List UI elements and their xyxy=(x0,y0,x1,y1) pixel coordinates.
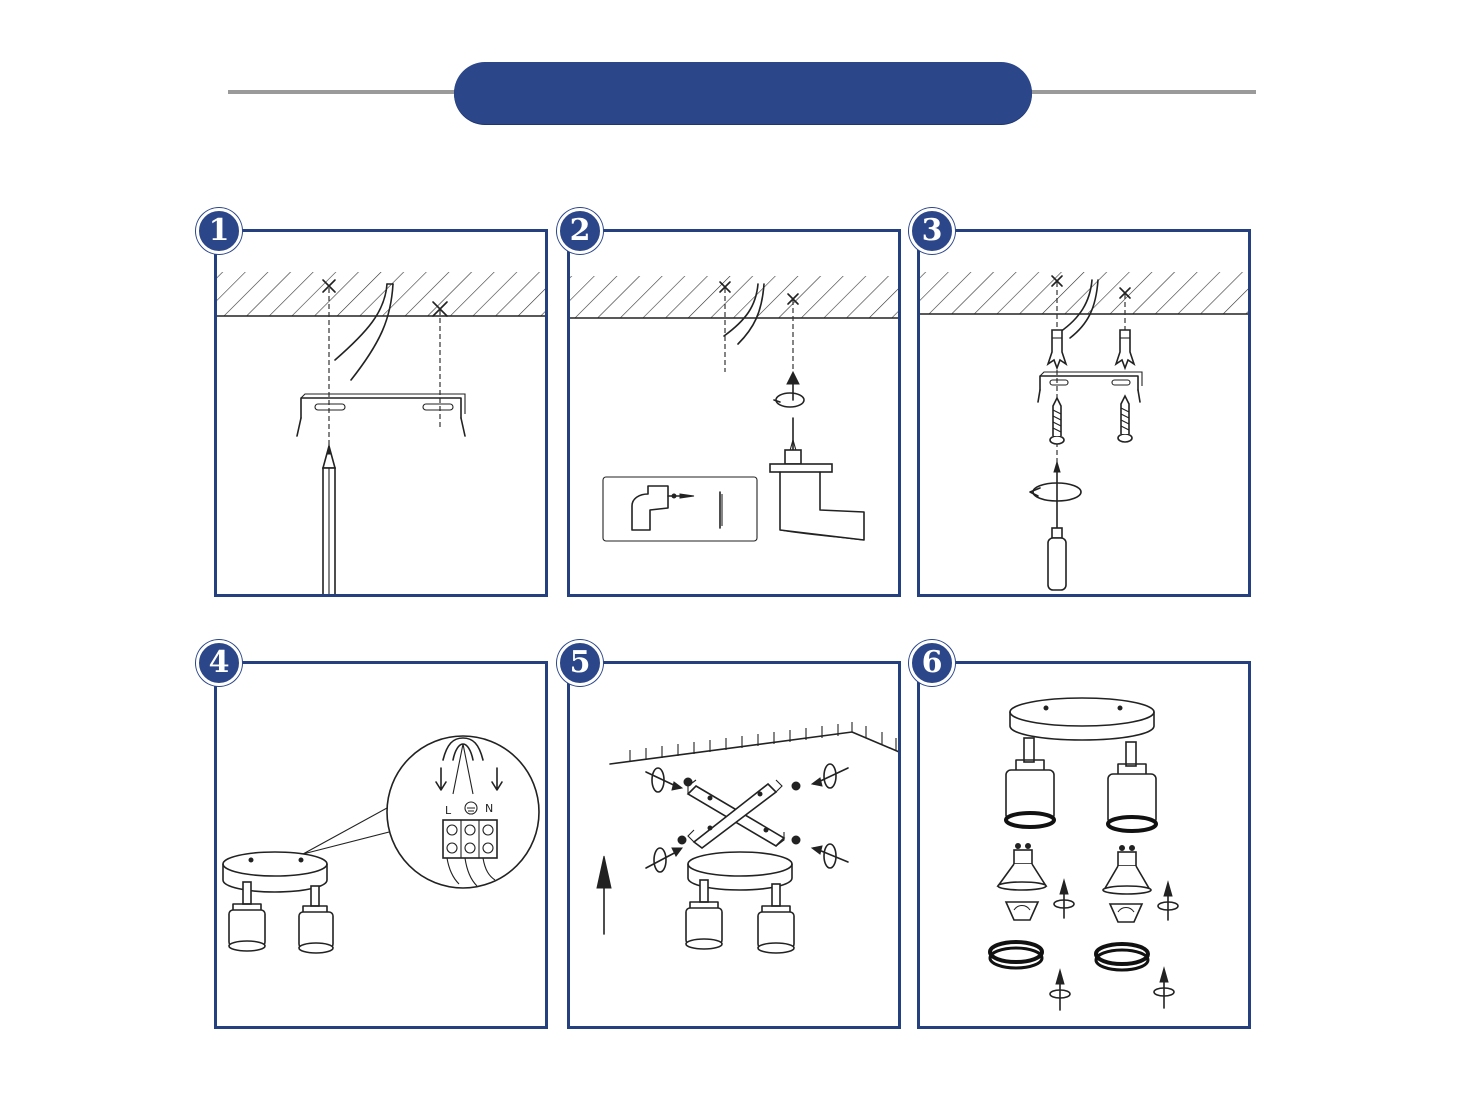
step-1-panel xyxy=(214,229,548,597)
screw-icon xyxy=(677,777,801,845)
step-4-badge: 4 xyxy=(196,640,242,686)
header-banner xyxy=(454,62,1032,124)
step-3-illustration xyxy=(920,272,1248,591)
retaining-ring-icon xyxy=(988,940,1150,972)
wire-icon xyxy=(1059,279,1099,339)
step-2-panel xyxy=(567,229,901,597)
screw-icon xyxy=(1049,394,1133,445)
rotation-arrow-icon xyxy=(645,763,849,873)
step-1-badge: 1 xyxy=(196,208,242,254)
ceiling-hatch xyxy=(217,272,545,317)
step-5-badge: 5 xyxy=(557,640,603,686)
tool-box xyxy=(602,476,758,542)
step-3-panel xyxy=(917,229,1251,597)
mounting-bracket xyxy=(296,393,466,437)
step-5-illustration xyxy=(596,722,898,954)
step-6-badge: 6 xyxy=(909,640,955,686)
step-5-panel xyxy=(567,661,901,1029)
wire-icon xyxy=(723,283,765,345)
cross-bracket xyxy=(686,779,786,850)
mark-x-icon xyxy=(322,279,448,317)
drill-icon xyxy=(769,449,865,541)
mark-x-icon xyxy=(1051,275,1131,299)
screwdriver-icon xyxy=(1047,460,1067,591)
pencil-icon xyxy=(321,442,337,594)
step-1-illustration xyxy=(217,272,545,594)
gu10-bulb-icon xyxy=(996,843,1152,895)
step-3-badge: 3 xyxy=(909,208,955,254)
step-2-badge: 2 xyxy=(557,208,603,254)
ceiling-edge xyxy=(609,722,898,765)
header-rule-right xyxy=(1028,90,1256,94)
spotlight-icon xyxy=(1004,737,1158,833)
terminal-label-live: L xyxy=(445,804,452,817)
lens-holder-icon xyxy=(1004,901,1144,923)
mounting-bracket xyxy=(1037,371,1143,403)
ceiling-hatch xyxy=(570,276,898,319)
ceiling-hatch xyxy=(920,272,1248,315)
ceiling-plate xyxy=(222,851,328,893)
mark-x-icon xyxy=(719,281,799,305)
wire-icon xyxy=(334,283,394,381)
rotation-arrow-icon xyxy=(773,370,805,408)
rotation-arrow-icon xyxy=(1029,482,1082,502)
terminal-label-neutral: N xyxy=(485,802,493,815)
up-arrow-icon xyxy=(596,855,612,935)
terminal-block-icon xyxy=(435,737,503,887)
rotation-arrow-icon xyxy=(1049,878,1179,1011)
ceiling-plate xyxy=(687,851,793,891)
ceiling-plate xyxy=(1009,697,1155,741)
drill-bit-icon xyxy=(788,417,798,455)
spotlight-icon xyxy=(685,879,795,954)
step-4-illustration: L N xyxy=(222,735,540,954)
step-2-illustration xyxy=(570,276,898,542)
step-6-panel xyxy=(917,661,1251,1029)
header-rule-left xyxy=(228,90,458,94)
step-4-panel: L N xyxy=(214,661,548,1029)
wall-plug-icon xyxy=(1046,329,1136,371)
spotlight-icon xyxy=(228,881,334,954)
step-6-illustration xyxy=(988,697,1179,1011)
zoom-callout xyxy=(302,735,540,889)
